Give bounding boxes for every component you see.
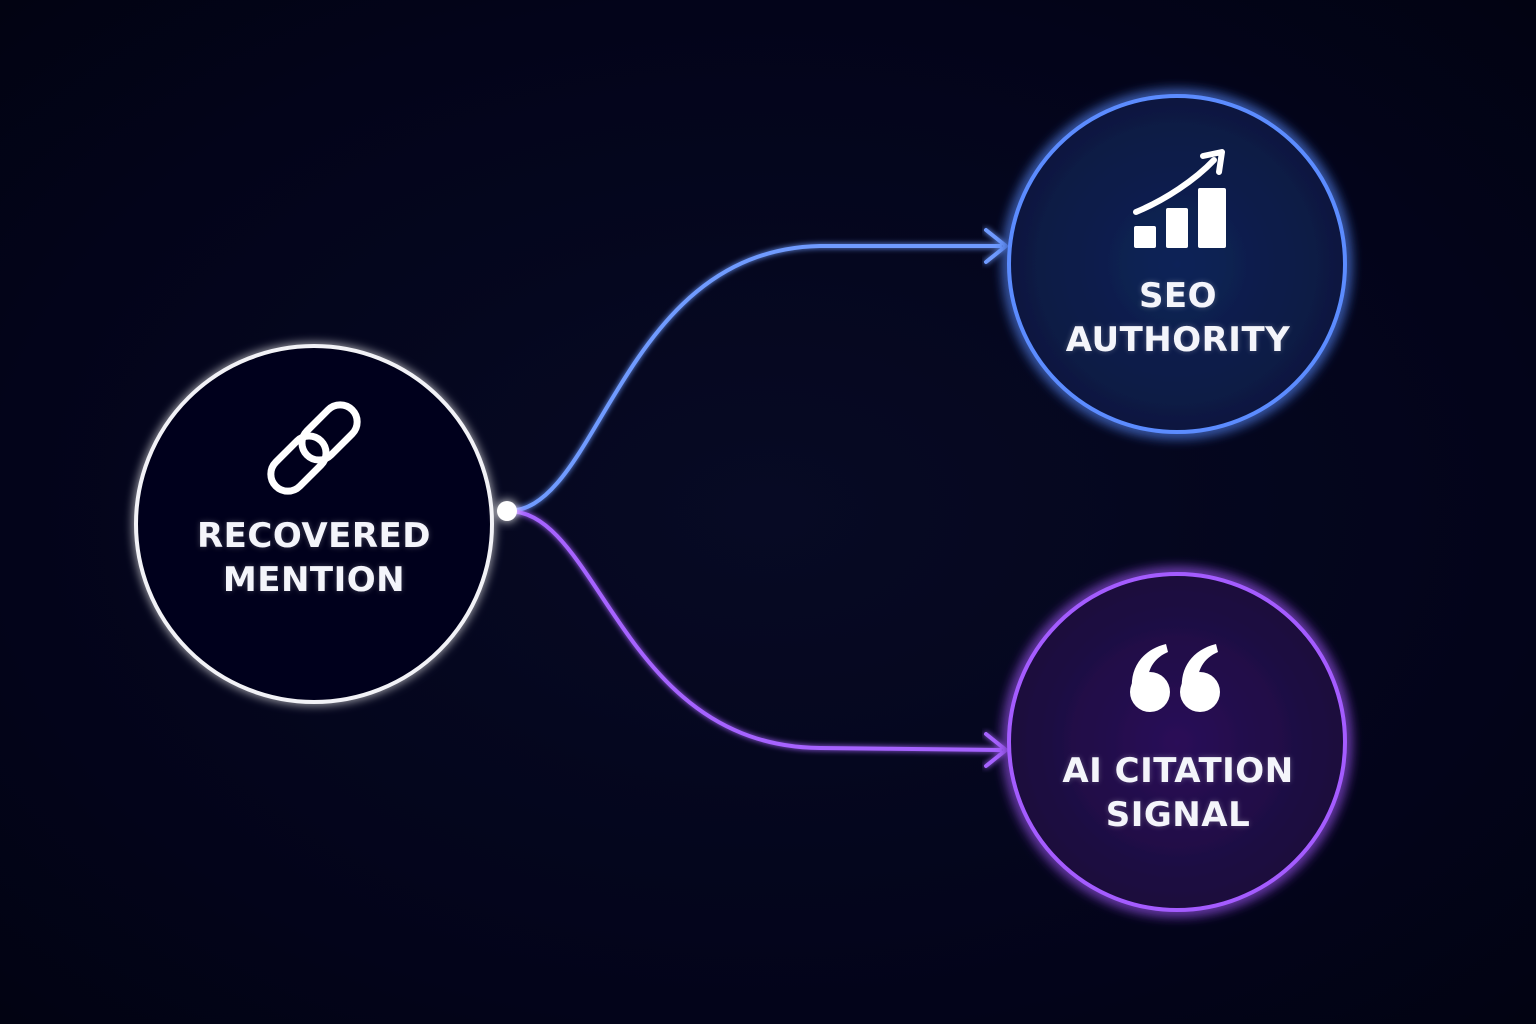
seo-node-ring	[1007, 94, 1347, 434]
ai-node-label-line1: AI CITATION	[1062, 751, 1294, 791]
branch-point	[497, 501, 517, 521]
ai-node-ring	[1007, 572, 1347, 912]
seo-node-label-line2: AUTHORITY	[1065, 320, 1291, 360]
edge-to-seo	[506, 244, 1002, 513]
ai-node-label: AI CITATION SIGNAL	[1026, 749, 1330, 837]
source-node-label: RECOVERED MENTION	[164, 514, 464, 602]
source-node-label-line1: RECOVERED	[196, 516, 432, 556]
quote-marks-icon	[1130, 644, 1220, 712]
source-node-ring	[134, 344, 494, 704]
link-chain-icon	[267, 401, 361, 495]
edge-to-ai-arrowhead	[984, 732, 1008, 768]
edge-to-seo-arrowhead	[984, 228, 1008, 264]
source-node-label-line2: MENTION	[222, 560, 406, 600]
seo-node-label-line1: SEO	[1138, 276, 1218, 316]
edge-to-ai	[506, 509, 1002, 752]
ai-node-label-line2: SIGNAL	[1105, 795, 1251, 835]
growth-bar-chart-icon	[1133, 149, 1226, 248]
seo-node-label: SEO AUTHORITY	[1026, 274, 1330, 362]
